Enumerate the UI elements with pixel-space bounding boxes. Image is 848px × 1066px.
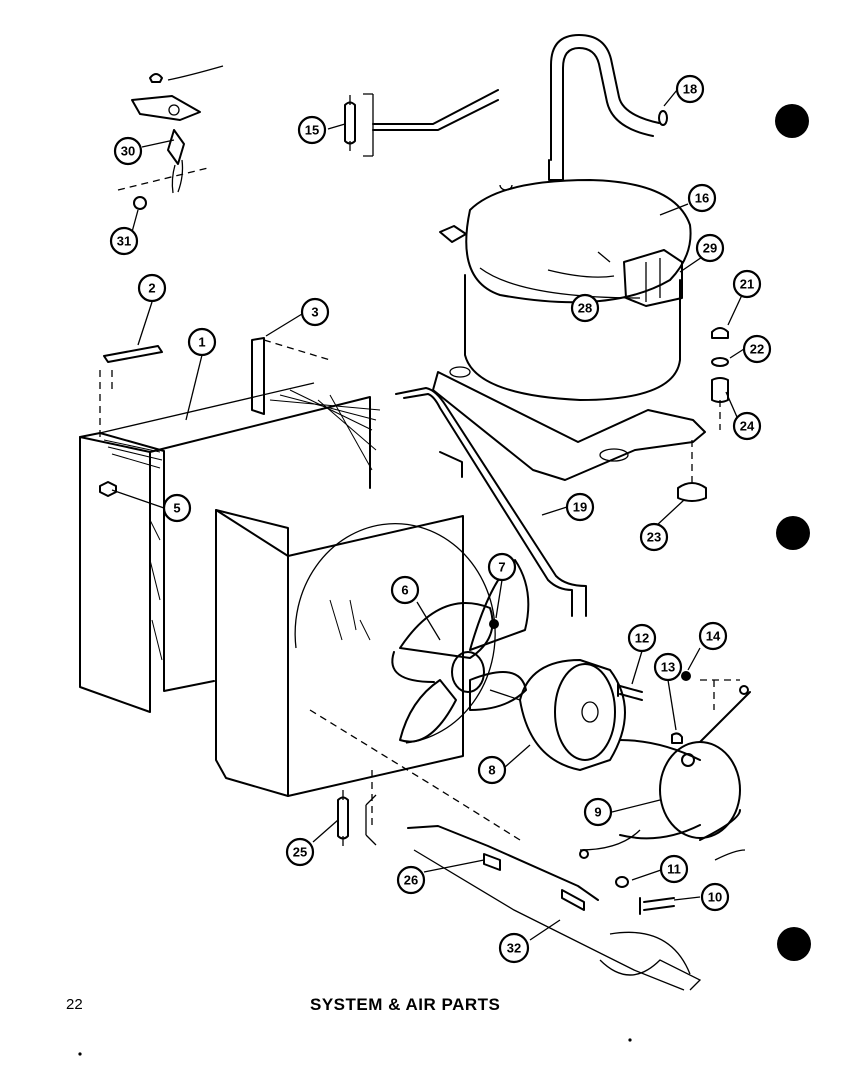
callout-3: 3 [300, 297, 330, 327]
svg-text:32: 32 [507, 941, 521, 956]
svg-text:14: 14 [706, 629, 721, 644]
svg-text:29: 29 [703, 241, 717, 256]
svg-text:6: 6 [401, 583, 408, 598]
part-fan-shroud [215, 451, 496, 797]
binder-hole-bottom [777, 927, 811, 961]
svg-text:3: 3 [311, 305, 318, 320]
part-compressor [432, 159, 706, 481]
callout-8: 8 [477, 755, 507, 785]
svg-text:2: 2 [148, 281, 155, 296]
svg-text:19: 19 [573, 500, 587, 515]
svg-text:24: 24 [740, 419, 755, 434]
callout-10: 10 [700, 882, 730, 912]
speck [628, 1038, 632, 1042]
svg-text:8: 8 [488, 763, 495, 778]
callout-16: 16 [687, 183, 717, 213]
part-fasteners [615, 671, 740, 915]
part-fan-blade [391, 559, 530, 743]
callout-28: 28 [570, 293, 600, 323]
svg-text:23: 23 [647, 530, 661, 545]
callout-29: 29 [695, 233, 725, 263]
part-capillary-assembly [309, 709, 702, 991]
svg-text:7: 7 [498, 560, 505, 575]
svg-text:5: 5 [173, 501, 180, 516]
callout-1: 1 [187, 327, 217, 357]
callout-14: 14 [698, 621, 728, 651]
part-condenser-coil [79, 370, 381, 713]
callout-18: 18 [675, 74, 705, 104]
svg-text:13: 13 [661, 660, 675, 675]
svg-text:30: 30 [121, 144, 135, 159]
part-mount-hardware [677, 327, 729, 502]
svg-text:11: 11 [667, 862, 681, 877]
part-gasket-strip [103, 345, 163, 363]
page-title: SYSTEM & AIR PARTS [310, 995, 501, 1014]
svg-text:25: 25 [293, 845, 307, 860]
callout-6: 6 [390, 575, 420, 605]
callout-23: 23 [639, 522, 669, 552]
part-bracket-clip [117, 65, 224, 210]
callout-24: 24 [732, 411, 762, 441]
part-suction-tube [395, 387, 587, 617]
callout-25: 25 [285, 837, 315, 867]
svg-text:26: 26 [404, 873, 418, 888]
svg-text:10: 10 [708, 890, 722, 905]
svg-text:1: 1 [198, 335, 205, 350]
callout-9: 9 [583, 797, 613, 827]
binder-hole-middle [776, 516, 810, 550]
svg-text:16: 16 [695, 191, 709, 206]
svg-text:15: 15 [305, 123, 319, 138]
part-capacitor [337, 790, 377, 846]
callout-12: 12 [627, 623, 657, 653]
callout-2: 2 [137, 273, 167, 303]
callout-22: 22 [742, 334, 772, 364]
callout-21: 21 [732, 269, 762, 299]
binder-hole-top [775, 104, 809, 138]
leader-lines [111, 89, 745, 941]
callout-5: 5 [162, 493, 192, 523]
part-side-bracket [251, 337, 371, 489]
speck [78, 1052, 82, 1056]
page-number: 22 [66, 996, 83, 1013]
part-discharge-tube [550, 34, 668, 161]
part-filter-drier [344, 89, 499, 157]
part-screw [99, 481, 117, 497]
part-motor-bracket [579, 685, 751, 861]
callout-11: 11 [659, 854, 689, 884]
callout-13: 13 [653, 652, 683, 682]
callout-31: 31 [109, 226, 139, 256]
callout-32: 32 [498, 932, 530, 964]
svg-text:12: 12 [635, 631, 649, 646]
callout-19: 19 [565, 492, 595, 522]
svg-text:18: 18 [683, 82, 697, 97]
callout-7: 7 [487, 552, 517, 582]
svg-text:31: 31 [117, 234, 131, 249]
svg-text:28: 28 [578, 301, 592, 316]
callout-30: 30 [113, 136, 143, 166]
part-fan-motor [489, 659, 626, 771]
svg-text:9: 9 [594, 805, 601, 820]
callout-26: 26 [396, 865, 426, 895]
callout-15: 15 [297, 115, 327, 145]
svg-text:22: 22 [750, 342, 764, 357]
svg-text:21: 21 [740, 277, 754, 292]
